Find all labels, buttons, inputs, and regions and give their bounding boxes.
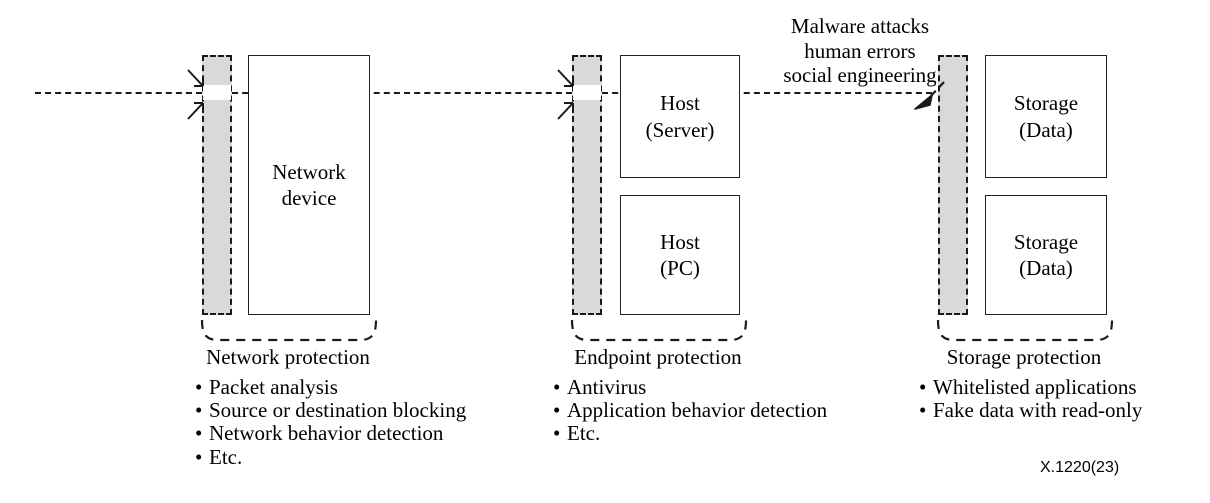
list-item: Antivirus [552, 375, 827, 399]
endpoint-protection-bracket [570, 319, 748, 342]
attack-annotation: Malware attacks human errors social engi… [760, 14, 960, 88]
list-item: Etc. [194, 445, 466, 469]
node-line: (Data) [1019, 256, 1073, 280]
group-label-storage-protection: Storage protection [946, 345, 1102, 369]
network-barrier-tick-upper [187, 69, 204, 87]
node-line: Storage [1013, 91, 1079, 116]
storage-protection-barrier [938, 55, 968, 315]
node-line: Host [660, 91, 700, 116]
bullet-list-storage: Whitelisted applications Fake data with … [918, 375, 1142, 422]
attack-arrow [914, 81, 945, 110]
list-item: Etc. [552, 422, 827, 445]
list-item: Application behavior detection [552, 399, 827, 422]
flow-line-segment-endpoint-to-storage [602, 92, 932, 94]
node-line: Storage [1013, 229, 1079, 254]
node-line: Network [272, 159, 346, 184]
node-storage-data-1: Storage (Data) [985, 55, 1107, 178]
endpoint-barrier-gap [573, 85, 601, 100]
network-barrier-tick-lower [187, 102, 204, 120]
list-item: Fake data with read-only [918, 399, 1142, 422]
document-reference: X.1220(23) [1040, 459, 1120, 476]
node-line: device [281, 186, 337, 210]
node-line: (Data) [1019, 117, 1073, 142]
bullet-list-network: Packet analysis Source or destination bl… [194, 375, 466, 469]
group-label-endpoint-protection: Endpoint protection [574, 345, 742, 369]
endpoint-barrier-tick-upper [557, 69, 574, 87]
annotation-line: human errors [804, 38, 916, 63]
annotation-line: social engineering [783, 63, 937, 87]
group-label-network-protection: Network protection [206, 345, 370, 369]
list-item: Whitelisted applications [918, 375, 1142, 399]
list-item: Packet analysis [194, 375, 466, 399]
storage-protection-bracket [936, 319, 1114, 342]
bullet-list-endpoint: Antivirus Application behavior detection… [552, 375, 827, 446]
node-line: Host [660, 229, 700, 254]
node-host-server: Host (Server) [620, 55, 740, 178]
node-network-device: Network device [248, 55, 370, 315]
node-line: (PC) [660, 256, 700, 280]
node-host-pc: Host (PC) [620, 195, 740, 315]
annotation-line: Malware attacks [790, 14, 930, 38]
network-barrier-gap [203, 85, 231, 100]
flow-line-segment-device-to-endpoint [232, 92, 572, 94]
list-item: Source or destination blocking [194, 399, 466, 422]
flow-line-segment-left [35, 92, 202, 94]
list-item: Network behavior detection [194, 422, 466, 445]
endpoint-barrier-tick-lower [557, 102, 574, 120]
node-line: (Server) [645, 117, 715, 142]
network-protection-bracket [200, 319, 378, 342]
node-storage-data-2: Storage (Data) [985, 195, 1107, 315]
